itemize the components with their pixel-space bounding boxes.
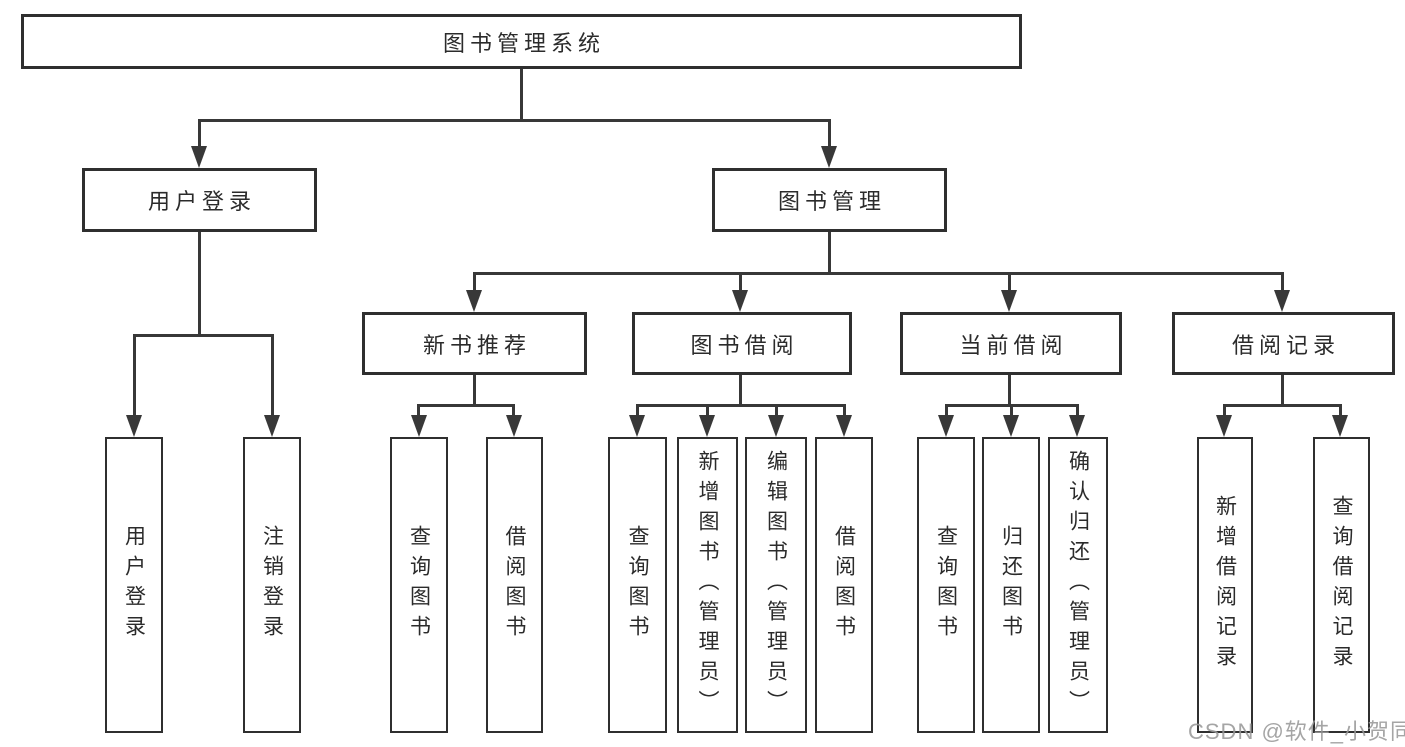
leaf-query-books-borrow: 查询图书 [608,437,667,733]
connector-line [198,119,831,122]
connector-line [198,232,201,337]
arrow-down-icon [836,415,852,437]
connector-line [706,404,709,416]
node-user-login: 用户登录 [82,168,317,232]
connector-line [1223,404,1226,416]
connector-line [512,404,515,416]
connector-line [1010,404,1013,416]
arrow-down-icon [264,415,280,437]
leaf-add-borrow-record: 新增借阅记录 [1197,437,1253,733]
arrow-down-icon [1274,290,1290,312]
node-library-system: 图书管理系统 [21,14,1022,69]
arrow-down-icon [1003,415,1019,437]
arrow-down-icon [699,415,715,437]
leaf-user-login: 用户登录 [105,437,163,733]
arrow-down-icon [1001,290,1017,312]
node-new-book-recommend: 新书推荐 [362,312,587,375]
leaf-borrow-books-recommend: 借阅图书 [486,437,543,733]
connector-line [1008,272,1011,292]
arrow-down-icon [821,146,837,168]
connector-line [1281,375,1284,407]
arrow-down-icon [191,146,207,168]
connector-line [1076,404,1079,416]
connector-line [1281,272,1284,292]
leaf-return-book: 归还图书 [982,437,1040,733]
leaf-borrow-books: 借阅图书 [815,437,873,733]
arrow-down-icon [1332,415,1348,437]
node-book-management: 图书管理 [712,168,947,232]
leaf-query-borrow-record: 查询借阅记录 [1313,437,1370,733]
arrow-down-icon [629,415,645,437]
connector-line [636,404,846,407]
connector-line [1223,404,1342,407]
connector-line [520,69,523,121]
arrow-down-icon [506,415,522,437]
arrow-down-icon [411,415,427,437]
arrow-down-icon [732,290,748,312]
connector-line [473,272,1284,275]
leaf-edit-book-admin: 编辑图书（管理员） [745,437,807,733]
node-book-borrow: 图书借阅 [632,312,852,375]
connector-line [473,272,476,292]
arrow-down-icon [1216,415,1232,437]
watermark: CSDN @软件_小贺同学 [1188,719,1405,744]
connector-line [739,272,742,292]
connector-line [739,375,742,407]
arrow-down-icon [1069,415,1085,437]
connector-line [417,404,515,407]
connector-line [945,404,948,416]
arrow-down-icon [938,415,954,437]
node-borrow-records: 借阅记录 [1172,312,1395,375]
node-current-borrow: 当前借阅 [900,312,1122,375]
connector-line [828,119,831,150]
connector-line [843,404,846,416]
leaf-logout: 注销登录 [243,437,301,733]
leaf-query-books-current: 查询图书 [917,437,975,733]
connector-line [271,334,274,418]
connector-line [1008,375,1011,407]
connector-line [417,404,420,416]
leaf-query-books-recommend: 查询图书 [390,437,448,733]
connector-line [133,334,274,337]
connector-line [473,375,476,407]
leaf-confirm-return-admin: 确认归还（管理员） [1048,437,1108,733]
connector-line [133,334,136,418]
arrow-down-icon [768,415,784,437]
connector-line [828,232,831,275]
connector-line [198,119,201,150]
connector-line [636,404,639,416]
leaf-add-book-admin: 新增图书（管理员） [677,437,738,733]
arrow-down-icon [126,415,142,437]
connector-line [775,404,778,416]
arrow-down-icon [466,290,482,312]
connector-line [1339,404,1342,416]
